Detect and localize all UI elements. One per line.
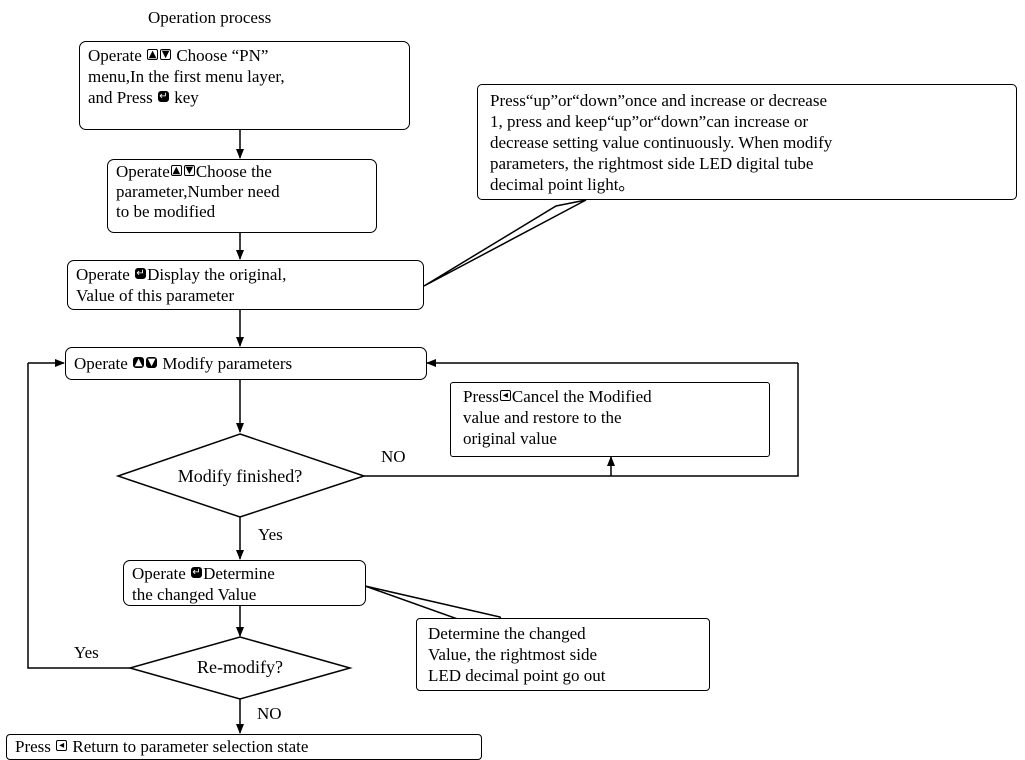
step4-text-b: Modify parameters <box>158 354 293 373</box>
step4-box: Operate ▲▼ Modify parameters <box>65 347 427 380</box>
decision2-yes-label: Yes <box>74 643 99 662</box>
step1-text-a: Operate <box>88 46 147 65</box>
step4-text-a: Operate <box>74 354 133 373</box>
cancel-text-d: original value <box>463 429 557 448</box>
note-increment-line4: parameters, the rightmost side LED digit… <box>490 154 814 173</box>
step1-text-c: menu,In the first menu layer, <box>88 67 285 86</box>
step3-box: Operate ↵Display the original, Value of … <box>67 260 424 310</box>
up-key-icon: ▲ <box>147 49 159 60</box>
step3-text-a: Operate <box>76 265 135 284</box>
note-increment-line3: decrease setting value continuously. Whe… <box>490 133 833 152</box>
decision2-label: Re-modify? <box>197 657 283 677</box>
decision2-diamond <box>127 636 353 700</box>
step2-text-a: Operate <box>116 162 170 181</box>
step5-text-c: the changed Value <box>132 585 257 604</box>
decision1-yes-label: Yes <box>258 525 283 544</box>
cancel-box: Press◂Cancel the Modified value and rest… <box>450 382 770 457</box>
callout-wedge-increment <box>423 199 587 287</box>
down-key-icon: ▼ <box>183 165 195 176</box>
note-increment-line5: decimal point light。 <box>490 175 636 194</box>
step5-box: Operate ↵Determine the changed Value <box>123 560 366 606</box>
step1-text-b: Choose “PN” <box>172 46 269 65</box>
cancel-text-b: Cancel the Modified <box>511 387 652 406</box>
down-key-icon: ▼ <box>146 357 158 368</box>
cancel-text-c: value and restore to the <box>463 408 622 427</box>
no-loop-line <box>364 363 799 477</box>
step5-text-a: Operate <box>132 564 191 583</box>
enter-key-icon: ↵ <box>157 91 169 102</box>
enter-key-icon: ↵ <box>135 268 147 279</box>
note-determine-box: Determine the changed Value, the rightmo… <box>416 618 710 691</box>
note-increment-box: Press“up”or“down”once and increase or de… <box>477 84 1017 200</box>
step3-text-c: Value of this parameter <box>76 286 235 305</box>
up-key-icon: ▲ <box>133 357 145 368</box>
step3-text-b: Display the original, <box>147 265 287 284</box>
diagram-title: Operation process <box>148 8 272 27</box>
final-text-b: Return to parameter selection state <box>68 737 309 756</box>
decision2-no-label: NO <box>257 704 282 723</box>
step2-text-d: to be modified <box>116 202 216 221</box>
down-key-icon: ▼ <box>160 49 172 60</box>
back-key-icon: ◂ <box>499 390 511 401</box>
note-determine-line3: LED decimal point go out <box>428 666 606 685</box>
step2-box: Operate▲▼Choose the parameter,Number nee… <box>107 159 377 233</box>
note-increment-line2: 1, press and keep“up”or“down”can increas… <box>490 112 809 131</box>
note-determine-line2: Value, the rightmost side <box>428 645 598 664</box>
decision1-diamond <box>115 433 367 518</box>
decision1-label: Modify finished? <box>177 466 303 486</box>
up-key-icon: ▲ <box>170 165 182 176</box>
yes-loop-line <box>27 363 130 669</box>
step1-text-d: and Press <box>88 88 157 107</box>
step1-text-e: key <box>169 88 199 107</box>
back-key-icon: ◂ <box>56 740 68 751</box>
step2-text-b: Choose the <box>195 162 272 181</box>
note-increment-line1: Press“up”or“down”once and increase or de… <box>490 91 827 110</box>
step5-text-b: Determine <box>203 564 275 583</box>
step1-box: Operate ▲▼ Choose “PN” menu,In the first… <box>79 41 410 130</box>
note-determine-line1: Determine the changed <box>428 624 586 643</box>
final-text-a: Press <box>15 737 56 756</box>
decision1-no-label: NO <box>381 447 406 466</box>
enter-key-icon: ↵ <box>191 567 203 578</box>
step2-text-c: parameter,Number need <box>116 182 280 201</box>
final-box: Press ◂ Return to parameter selection st… <box>6 734 482 760</box>
cancel-text-a: Press <box>463 387 499 406</box>
